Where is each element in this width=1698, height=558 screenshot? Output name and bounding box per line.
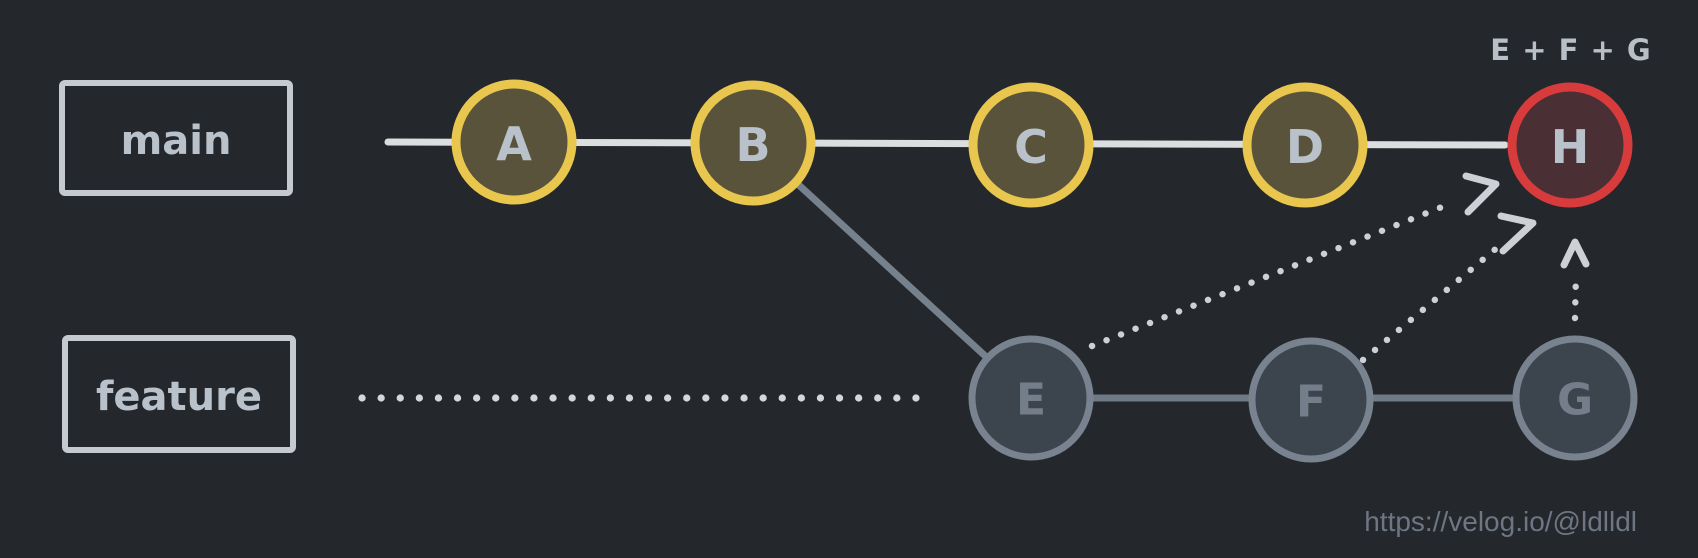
commit-node-b: B (690, 80, 816, 206)
squash-arrow-g-to-h (1560, 238, 1590, 322)
commit-circle-g (1512, 335, 1638, 461)
arrowhead-icon (1462, 172, 1500, 216)
commit-label-c: C (1014, 120, 1048, 174)
commit-label-d: D (1286, 120, 1324, 174)
commit-label-b: B (735, 118, 770, 172)
squash-arrow-f-to-h (1359, 212, 1537, 364)
commit-circle-b (690, 80, 816, 206)
commit-circle-c (968, 82, 1094, 208)
watermark-url: https://velog.io/@ldlldl (1364, 506, 1637, 537)
branch-off-line-b-to-e (749, 139, 1035, 402)
commit-circle-a (451, 79, 577, 205)
commit-node-h: H (1507, 82, 1633, 208)
squash-arrow-g-to-h-line (1571, 268, 1580, 322)
squash-result-annotation: E + F + G (1490, 33, 1651, 67)
commit-label-e: E (1016, 375, 1046, 426)
commit-node-d: D (1242, 82, 1368, 208)
commit-label-a: A (496, 117, 532, 171)
commit-node-e: E (968, 335, 1094, 461)
main-branch-label-box: main (59, 80, 293, 196)
commit-circle-d (1242, 82, 1368, 208)
squash-arrow-e-to-h (1088, 172, 1500, 350)
squash-arrow-f-to-h-line (1359, 243, 1502, 364)
commit-circle-e (968, 335, 1094, 461)
commit-label-g: G (1557, 375, 1593, 426)
commit-node-a: A (451, 79, 577, 205)
feature-branch-label-box: feature (62, 335, 296, 453)
squash-arrow-e-to-h-line (1088, 199, 1456, 350)
commit-node-f: F (1248, 337, 1374, 463)
commit-label-f: F (1296, 377, 1326, 428)
commit-circle-f (1248, 337, 1374, 463)
main-branch-label: main (121, 118, 232, 164)
commit-circle-h (1507, 82, 1633, 208)
commit-node-g: G (1512, 335, 1638, 461)
main-branch-box-border (59, 80, 293, 196)
feature-branch-box-border (62, 335, 296, 453)
arrowhead-icon (1497, 212, 1537, 255)
feature-branch-label: feature (96, 374, 262, 420)
commit-label-h: H (1551, 120, 1590, 174)
commit-node-c: C (968, 82, 1094, 208)
arrowhead-icon (1560, 238, 1590, 269)
